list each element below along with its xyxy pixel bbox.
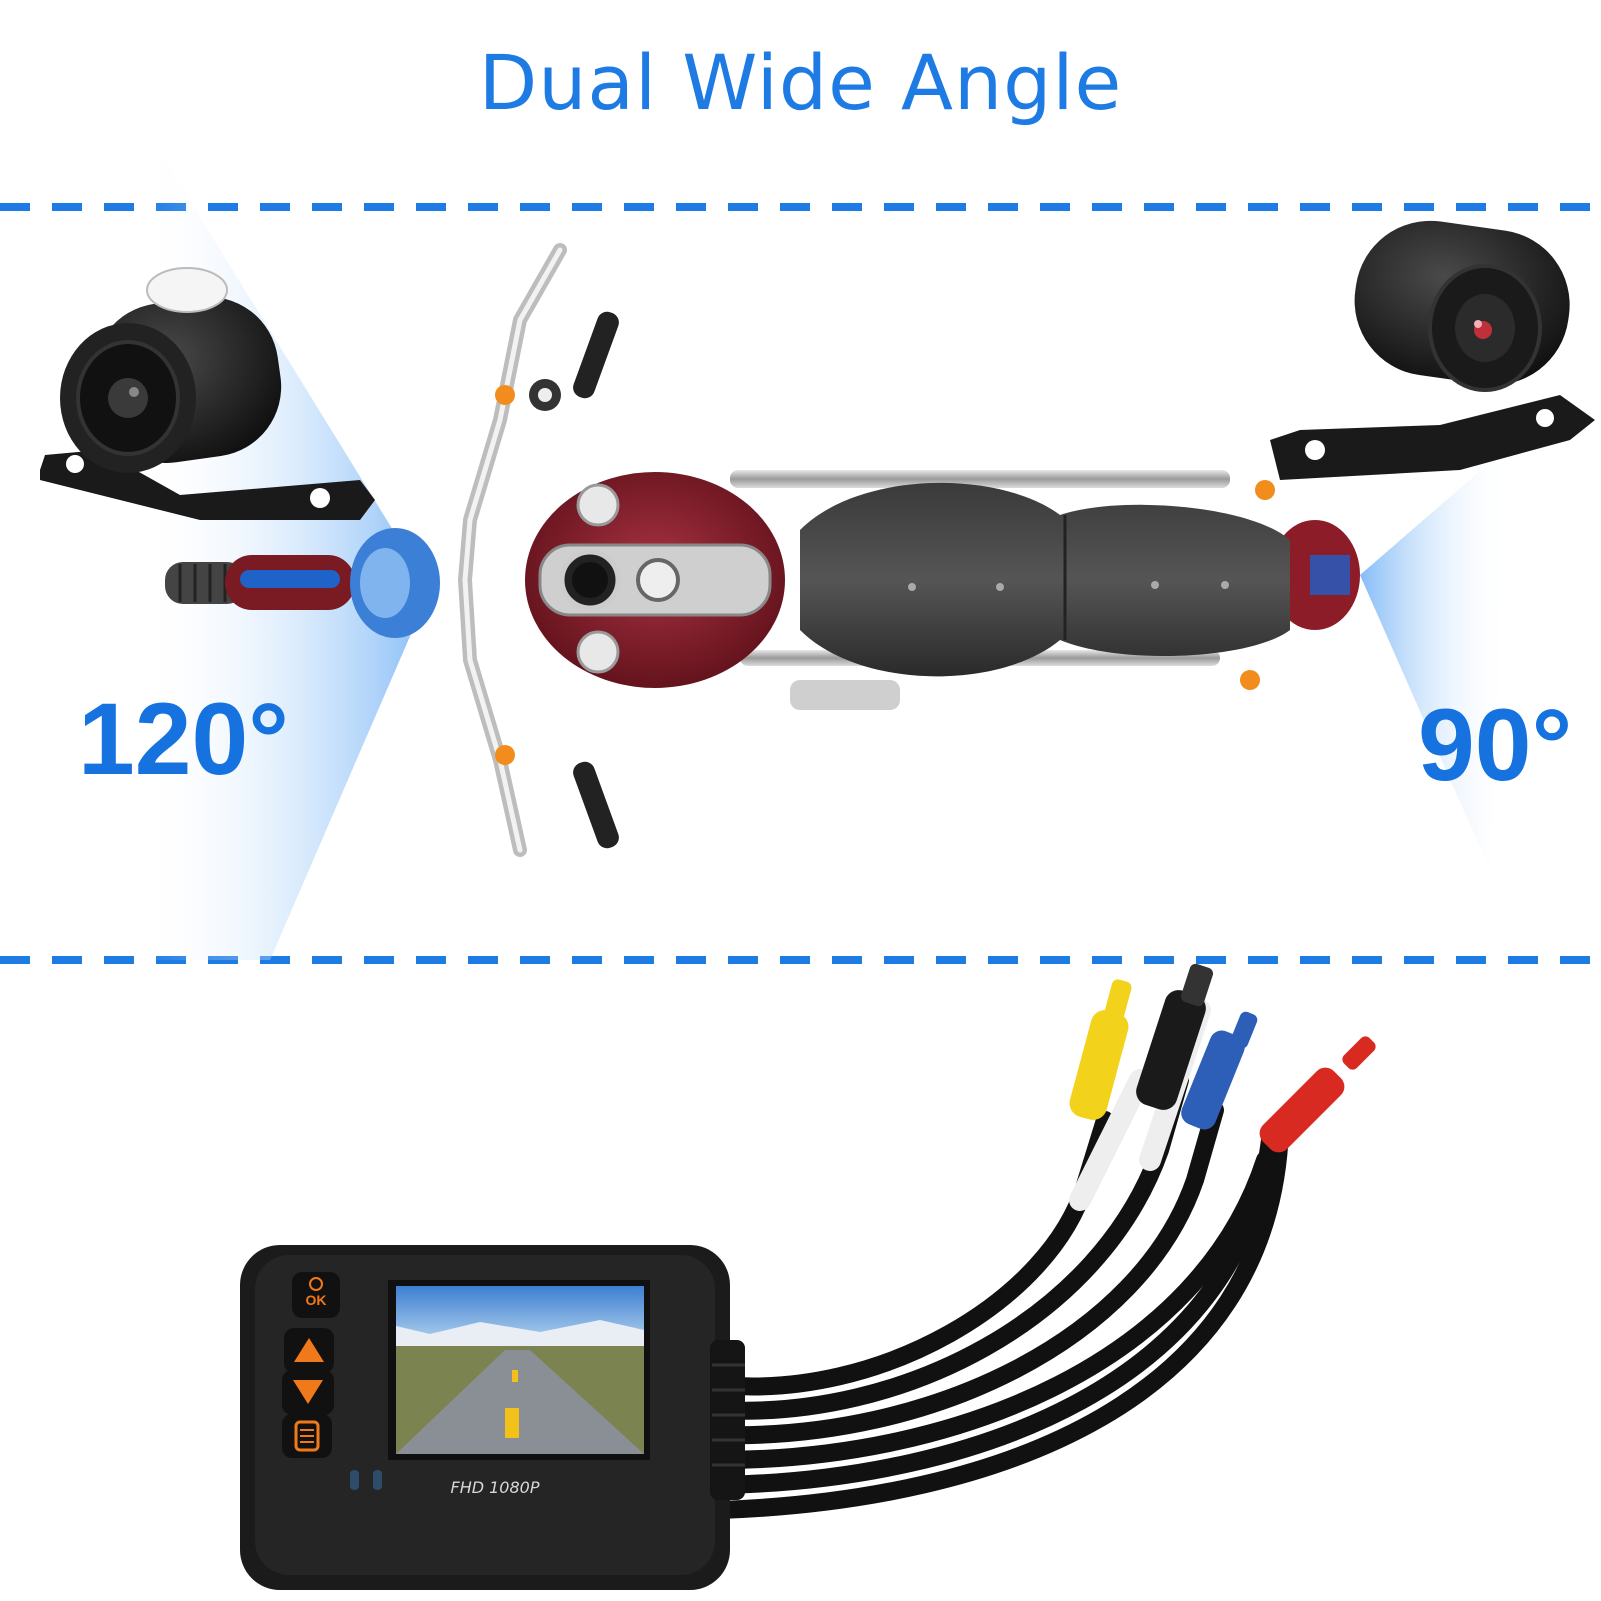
triangle-up-icon (294, 1338, 324, 1362)
rear-view-beam (1360, 445, 1510, 870)
down-button[interactable] (282, 1370, 334, 1415)
status-led (373, 1470, 382, 1490)
menu-icon (294, 1420, 320, 1452)
front-angle-label: 120° (78, 682, 289, 796)
power-icon (309, 1277, 323, 1291)
cable-bundle (711, 999, 1289, 1519)
screen-resolution-label: FHD 1080P (450, 1478, 539, 1497)
dvr-unit: FHD 1080P OK (240, 1245, 745, 1590)
rear-angle-label: 90° (1418, 688, 1573, 802)
menu-button[interactable] (282, 1414, 332, 1458)
power-ok-label: OK (306, 1292, 327, 1308)
power-ok-button[interactable]: OK (292, 1272, 340, 1318)
status-led (350, 1470, 359, 1490)
front-camera (40, 267, 375, 520)
rear-camera (1270, 220, 1595, 480)
connector-black (1136, 963, 1214, 1110)
up-button[interactable] (284, 1328, 334, 1373)
page-title: Dual Wide Angle (478, 38, 1123, 127)
connector-blue (1181, 1011, 1258, 1130)
triangle-down-icon (293, 1380, 323, 1404)
motorcycle (165, 243, 1360, 857)
connector-red (1259, 1036, 1376, 1153)
connector-yellow (1069, 979, 1132, 1120)
